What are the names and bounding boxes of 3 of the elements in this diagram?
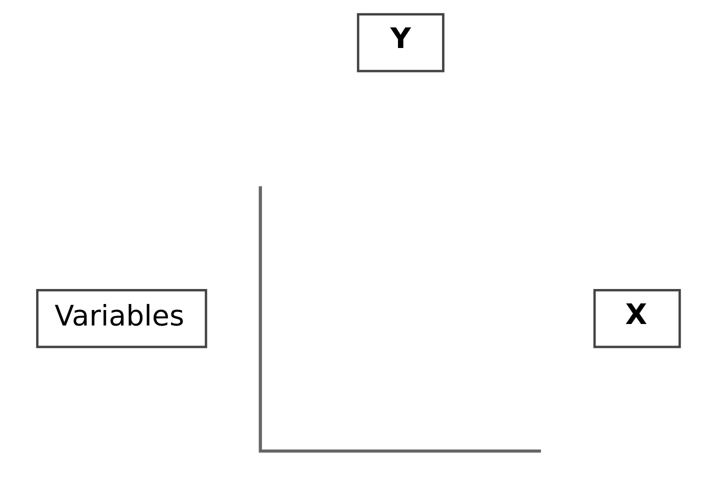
node-box: X bbox=[592, 289, 680, 348]
node-box: Y bbox=[356, 13, 444, 72]
node-box: Variables bbox=[36, 289, 207, 348]
